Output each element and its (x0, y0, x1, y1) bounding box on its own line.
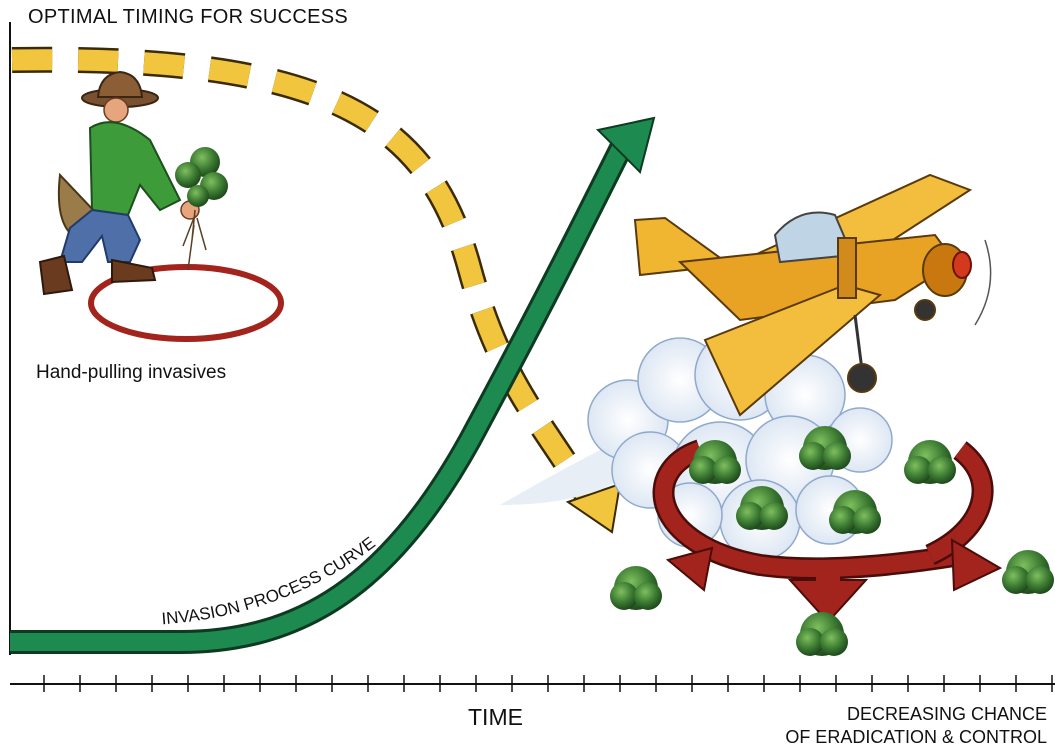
hand-pulling-label: Hand-pulling invasives (36, 362, 227, 383)
shrub-icon (610, 426, 1054, 656)
control-arrows (652, 439, 1003, 624)
optimal-timing-arrow (11, 46, 622, 534)
crop-duster-plane-icon (633, 173, 992, 417)
decreasing-chance-label-line1: DECREASING CHANCE (846, 704, 1047, 724)
x-axis-ticks (43, 675, 1053, 692)
decreasing-chance-label-line2: OF ERADICATION & CONTROL (785, 727, 1047, 747)
diagram-title: OPTIMAL TIMING FOR SUCCESS (28, 6, 349, 28)
person-hand-pulling-icon (38, 70, 284, 342)
invasion-curve-arrowhead (595, 116, 656, 174)
timing-arrowhead (565, 482, 622, 534)
x-axis-label: TIME (468, 704, 523, 730)
